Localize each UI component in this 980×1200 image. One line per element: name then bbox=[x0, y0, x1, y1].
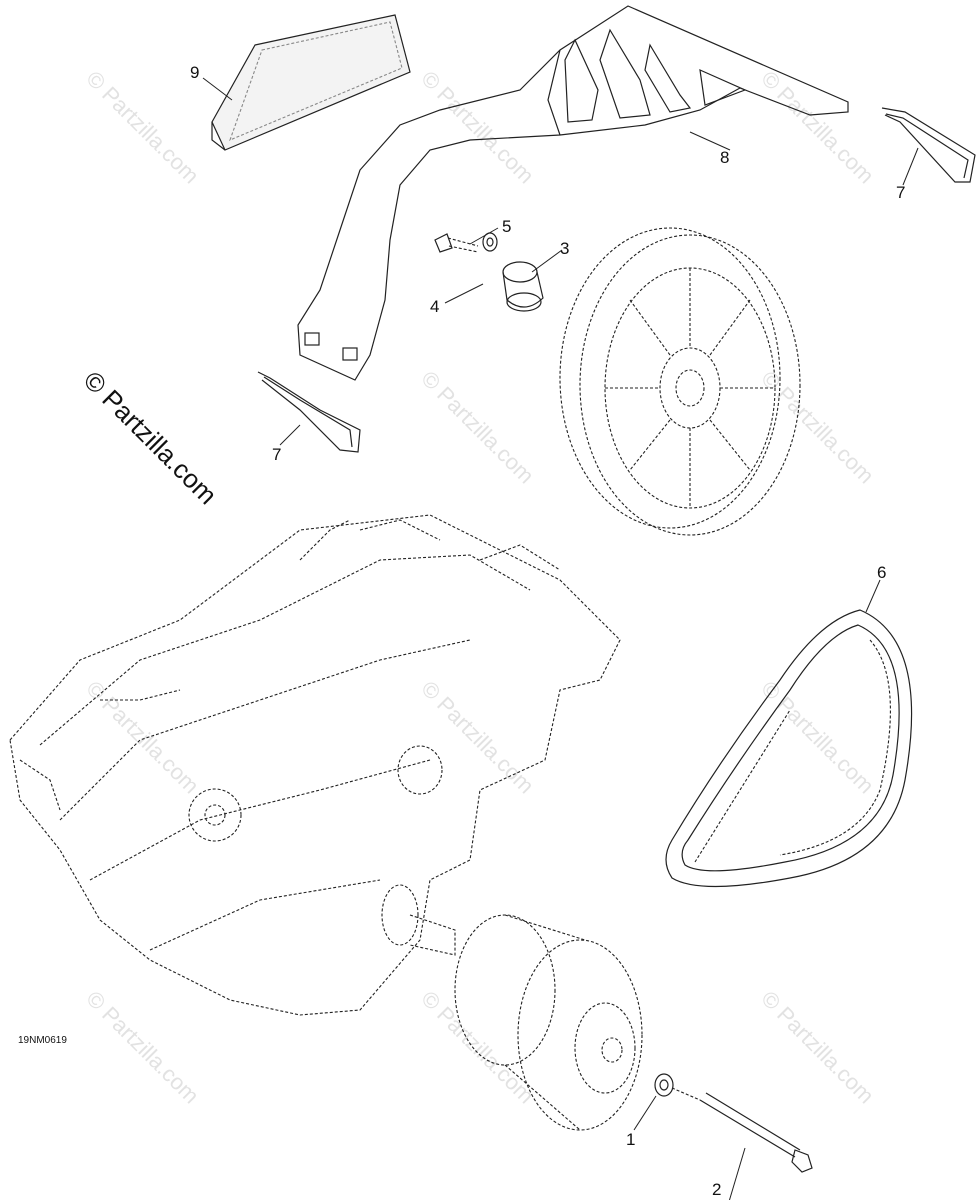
reference-code: 19NM0619 bbox=[18, 1035, 67, 1046]
callout-1[interactable]: 1 bbox=[626, 1130, 635, 1149]
edge-trim[interactable] bbox=[257, 371, 361, 453]
watermark: © Partzilla.com bbox=[756, 366, 879, 489]
copyright-mark: © Partzilla.com bbox=[78, 365, 223, 510]
watermark: © Partzilla.com bbox=[756, 986, 879, 1109]
callout-5[interactable]: 5 bbox=[502, 217, 511, 236]
foam-pad[interactable] bbox=[211, 14, 411, 151]
leader-lines bbox=[202, 77, 919, 1200]
bolt[interactable] bbox=[671, 1087, 813, 1173]
watermark: © Partzilla.com bbox=[416, 66, 539, 189]
watermark: © Partzilla.com bbox=[81, 66, 204, 189]
callout-4[interactable]: 4 bbox=[430, 297, 439, 316]
watermark: © Partzilla.com bbox=[756, 676, 879, 799]
driven-pulley[interactable] bbox=[559, 227, 801, 536]
callout-8[interactable]: 8 bbox=[720, 148, 729, 167]
watermark: © Partzilla.com bbox=[416, 366, 539, 489]
callout-3[interactable]: 3 bbox=[560, 239, 569, 258]
watermark: © Partzilla.com bbox=[81, 986, 204, 1109]
callout-7[interactable]: 7 bbox=[272, 445, 281, 464]
screw[interactable] bbox=[434, 233, 479, 253]
watermark-layer: © Partzilla.com © Partzilla.com © Partzi… bbox=[81, 66, 879, 1109]
edge-trim[interactable] bbox=[881, 107, 976, 183]
drive-pulley[interactable] bbox=[454, 914, 643, 1131]
callout-6[interactable]: 6 bbox=[877, 563, 886, 582]
drive-belt[interactable] bbox=[665, 609, 913, 888]
watermark: © Partzilla.com bbox=[416, 986, 539, 1109]
callout-2[interactable]: 2 bbox=[712, 1180, 721, 1199]
callout-7[interactable]: 7 bbox=[896, 183, 905, 202]
washer[interactable] bbox=[654, 1073, 674, 1097]
watermark: © Partzilla.com bbox=[756, 66, 879, 189]
callouts: 9 8 7 5 3 4 7 6 1 2 bbox=[190, 63, 905, 1199]
belt-guard[interactable] bbox=[297, 5, 849, 381]
engine[interactable] bbox=[9, 514, 621, 1016]
watermark: © Partzilla.com bbox=[416, 676, 539, 799]
callout-9[interactable]: 9 bbox=[190, 63, 199, 82]
spacer[interactable] bbox=[502, 261, 544, 312]
